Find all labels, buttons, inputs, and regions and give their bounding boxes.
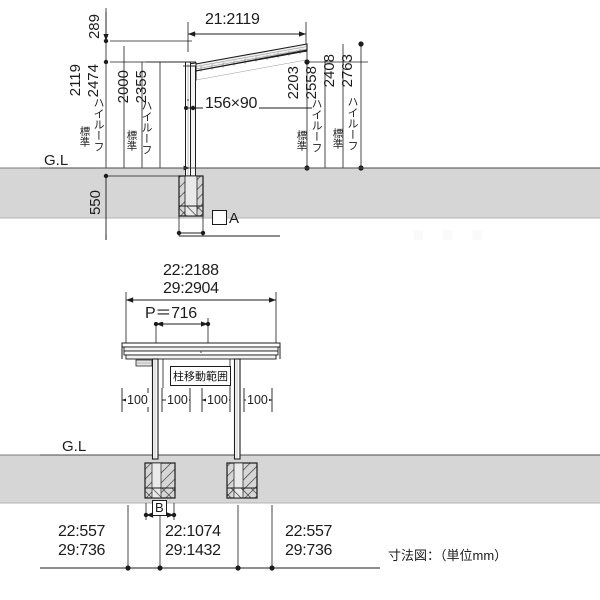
dim-label-roof-span: 21:2119 xyxy=(205,11,260,28)
height-type-standard-1: 標準 xyxy=(78,126,91,147)
post-size-label: 156×90 xyxy=(203,95,260,112)
height-type-highroof-3: ハイルーフ xyxy=(310,98,322,153)
height-type-standard-3: 標準 xyxy=(295,130,308,151)
ground-line-label-upper: G.L xyxy=(44,152,69,169)
dim-label-depth: 550 xyxy=(87,190,104,216)
height-label-2408: 2408 xyxy=(321,54,338,88)
bottom-dim-left-29: 29:736 xyxy=(58,542,106,559)
bottom-dim-right-29: 29:736 xyxy=(285,542,333,559)
height-label-2355: 2355 xyxy=(133,70,150,104)
overall-width-22: 22:2188 xyxy=(163,262,219,279)
front-roof-beams xyxy=(121,342,281,367)
overall-width-29: 29:2904 xyxy=(163,280,219,297)
height-label-2119: 2119 xyxy=(67,64,84,97)
marker-a: A xyxy=(212,210,239,228)
ground-line-label-lower: G.L xyxy=(62,438,87,455)
marker-a-label: A xyxy=(229,210,239,227)
height-type-highroof-4: ハイルーフ xyxy=(346,96,358,151)
height-type-standard-4: 標準 xyxy=(331,128,344,149)
height-label-2558: 2558 xyxy=(303,66,320,100)
height-type-highroof-2: ハイルーフ xyxy=(140,100,152,155)
bottom-dim-center-22: 22:1074 xyxy=(165,523,221,540)
post-column xyxy=(185,61,196,177)
dim-289 xyxy=(103,12,109,65)
move-step-label-3: 100 xyxy=(206,393,229,407)
bottom-dim-center-29: 29:1432 xyxy=(165,542,221,559)
post-move-range-box: 柱移動範囲 xyxy=(170,366,231,386)
move-step-label-2: 100 xyxy=(166,393,189,407)
height-label-2203: 2203 xyxy=(285,66,302,100)
marker-b-label: B xyxy=(152,500,167,516)
drawing-caption: 寸法図：（単位mm） xyxy=(388,548,508,563)
dim-overall-width xyxy=(125,292,277,345)
bottom-dim-left-22: 22:557 xyxy=(58,523,106,540)
pitch-label: P＝716 xyxy=(143,305,199,322)
front-posts xyxy=(151,358,241,460)
marker-b: B xyxy=(152,499,167,517)
lower-foundations xyxy=(144,462,258,499)
height-label-2474: 2474 xyxy=(85,64,102,98)
move-step-label-1: 100 xyxy=(126,393,149,407)
watermark: ■ ■ ■ xyxy=(412,224,490,246)
move-step-label-4: 100 xyxy=(246,393,269,407)
bottom-dim-right-22: 22:557 xyxy=(285,523,333,540)
upper-foundation xyxy=(178,175,204,217)
square-icon xyxy=(212,210,227,225)
dim-label-top-offset: 289 xyxy=(86,14,103,40)
height-type-highroof-1: ハイルーフ xyxy=(92,97,104,152)
height-type-standard-2: 標準 xyxy=(125,130,138,151)
height-label-2000: 2000 xyxy=(115,70,132,104)
dim-marker-a xyxy=(176,216,280,237)
lower-ground-band xyxy=(0,454,600,504)
dim-550 xyxy=(103,173,186,240)
upper-ground-band xyxy=(0,167,600,219)
height-label-2763: 2763 xyxy=(339,54,356,88)
